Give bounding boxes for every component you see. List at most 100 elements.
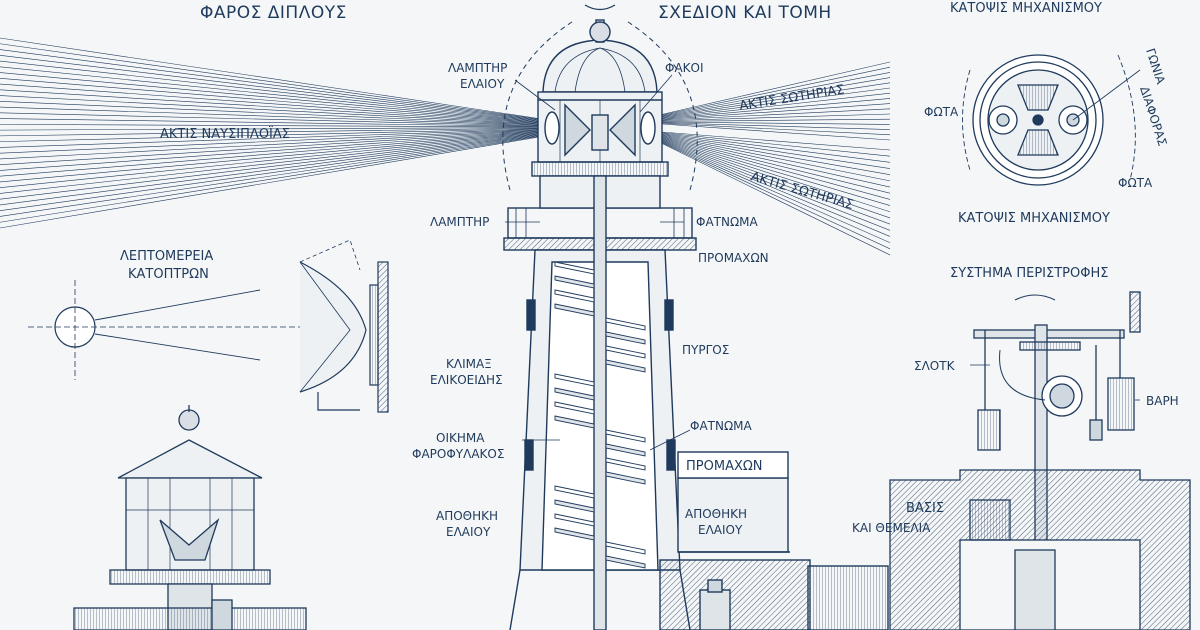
beam-ray-line (654, 121, 891, 125)
beam-navigation (0, 37, 546, 229)
label-fota-left: ΦΩΤΑ (924, 105, 959, 119)
beam-ray-line (654, 108, 891, 121)
label-apothiki-right-1: ΑΠΟΘΗΚΗ (685, 507, 747, 521)
beam-ray-line (654, 118, 891, 122)
stair-step (554, 499, 595, 513)
label-apothiki-right-2: ΕΛΑΙΟΥ (698, 523, 743, 537)
beam-ray-line (0, 127, 546, 137)
label-slotk: ΣΛΟΤΚ (914, 359, 956, 373)
main-tower (502, 4, 889, 630)
beam-ray-line (654, 135, 891, 200)
beam-ray-line (0, 129, 546, 154)
stair-step (605, 443, 646, 457)
stair-step (554, 387, 595, 401)
stair-step (554, 415, 595, 429)
label-apothiki-left-2: ΕΛΑΙΟΥ (446, 525, 491, 539)
beam-ray-line (654, 131, 891, 151)
stair-step (605, 429, 646, 443)
stair-step (554, 261, 595, 275)
beam-ray-line (654, 136, 891, 213)
beam-ray-line (0, 135, 546, 223)
label-klimax-2: ΕΛΙΚΟΕΙΔΗΣ (430, 373, 503, 387)
label-fatnoma-top: ΦΑΤΝΩΜΑ (696, 215, 758, 229)
beam-ray-line (0, 135, 546, 229)
beam-ray-line (654, 131, 891, 157)
beam-rescue-lower (654, 131, 891, 256)
beam-ray-line (0, 118, 546, 127)
beam-ray-line (0, 129, 546, 160)
beam-ray-line (654, 92, 891, 120)
beam-ray-line (0, 37, 546, 120)
stair-step (605, 555, 646, 569)
beam-ray-line (654, 137, 891, 231)
beam-ray-line (654, 138, 891, 237)
beam-ray-line (654, 98, 891, 120)
stair-step (605, 471, 646, 485)
beam-ray-line (654, 133, 891, 182)
beam-ray-line (0, 95, 546, 125)
label-beam-navigation: ΑΚΤΙΣ ΝΑΥΣΙΠΛΟΪΑΣ (160, 126, 290, 142)
stair-step (554, 275, 595, 289)
label-fota-bottom: ΦΩΤΑ (1118, 176, 1153, 190)
label-mechanism-caption: ΚΑΤΟΨΙΣ ΜΗΧΑΝΙΣΜΟΥ (958, 211, 1110, 226)
beam-ray-line (0, 66, 546, 123)
beam-ray-line (654, 134, 891, 194)
stair-step (554, 373, 595, 387)
beam-ray-line (0, 43, 546, 121)
label-gonia-2: ΔΙΑΦΟΡΑΣ (1137, 85, 1169, 148)
beam-ray-line (0, 134, 546, 217)
beam-ray-line (0, 83, 546, 124)
beam-ray-line (0, 132, 546, 188)
beam-ray-line (0, 130, 546, 171)
label-promachon-box: ΠΡΟΜΑΧΩΝ (686, 459, 763, 474)
beam-ray-line (654, 133, 891, 176)
beam-ray-line (654, 132, 891, 163)
rotation-system (889, 291, 1191, 630)
beam-ray-line (0, 54, 546, 122)
beam-ray-line (654, 122, 891, 130)
beam-ray-line (654, 87, 891, 119)
leader-lines (505, 74, 1140, 451)
beam-ray-line (0, 131, 546, 177)
label-lampter: ΛΑΜΠΤΗΡ (430, 215, 489, 229)
beam-ray-line (0, 127, 546, 131)
stair-step (554, 303, 595, 317)
stair-step (605, 541, 646, 555)
label-oikima-2: ΦΑΡΟΦΥΛΑΚΟΣ (412, 447, 504, 461)
label-lenses: ΦΑΚΟΙ (665, 61, 704, 75)
mechanism-plan (962, 54, 1141, 186)
beam-ray-line (0, 133, 546, 200)
beam-ray-line (654, 82, 891, 119)
beam-ray-line (654, 122, 891, 136)
beam-ray-line (0, 130, 546, 165)
beam-ray-line (654, 135, 891, 206)
beam-ray-line (0, 112, 546, 127)
label-gonia-1: ΓΩΝΙΑ (1143, 47, 1168, 87)
label-apothiki-left-1: ΑΠΟΘΗΚΗ (436, 509, 498, 523)
beam-ray-line (654, 123, 891, 141)
beam-ray-line (0, 132, 546, 194)
label-pyrgos: ΠΥΡΓΟΣ (682, 343, 729, 357)
label-klimax-1: ΚΛΙΜΑΞ (446, 357, 492, 371)
beam-ray-line (0, 128, 546, 142)
beam-ray-line (0, 133, 546, 206)
beam-ray-line (0, 131, 546, 183)
beam-ray-line (654, 77, 891, 118)
title-center: ΣΧΕΔΙΟΝ ΚΑΙ ΤΟΜΗ (658, 3, 832, 23)
stair-step (605, 457, 646, 471)
label-promachon-top: ΠΡΟΜΑΧΩΝ (698, 251, 769, 265)
beam-rescue-upper (654, 61, 891, 141)
label-varh: ΒΑΡΗ (1146, 394, 1179, 408)
beam-ray-line (654, 137, 891, 225)
label-themelia: ΚΑΙ ΘΕΜΕΛΙΑ (852, 521, 931, 535)
stair-step (554, 289, 595, 303)
label-mirror-title-1: ΛΕΠΤΟΜΕΡΕΙΑ (120, 249, 213, 264)
mirror-detail (28, 239, 389, 413)
small-lantern (73, 405, 307, 630)
beam-ray-line (0, 101, 546, 126)
beam-ray-line (0, 60, 546, 122)
stair-step (554, 401, 595, 415)
label-lamp-oil-1: ΛΑΜΠΤΗΡ (448, 61, 507, 75)
label-beam-rescue-upper: ΑΚΤΙΣ ΣΩΤΗΡΙΑΣ (738, 83, 845, 114)
